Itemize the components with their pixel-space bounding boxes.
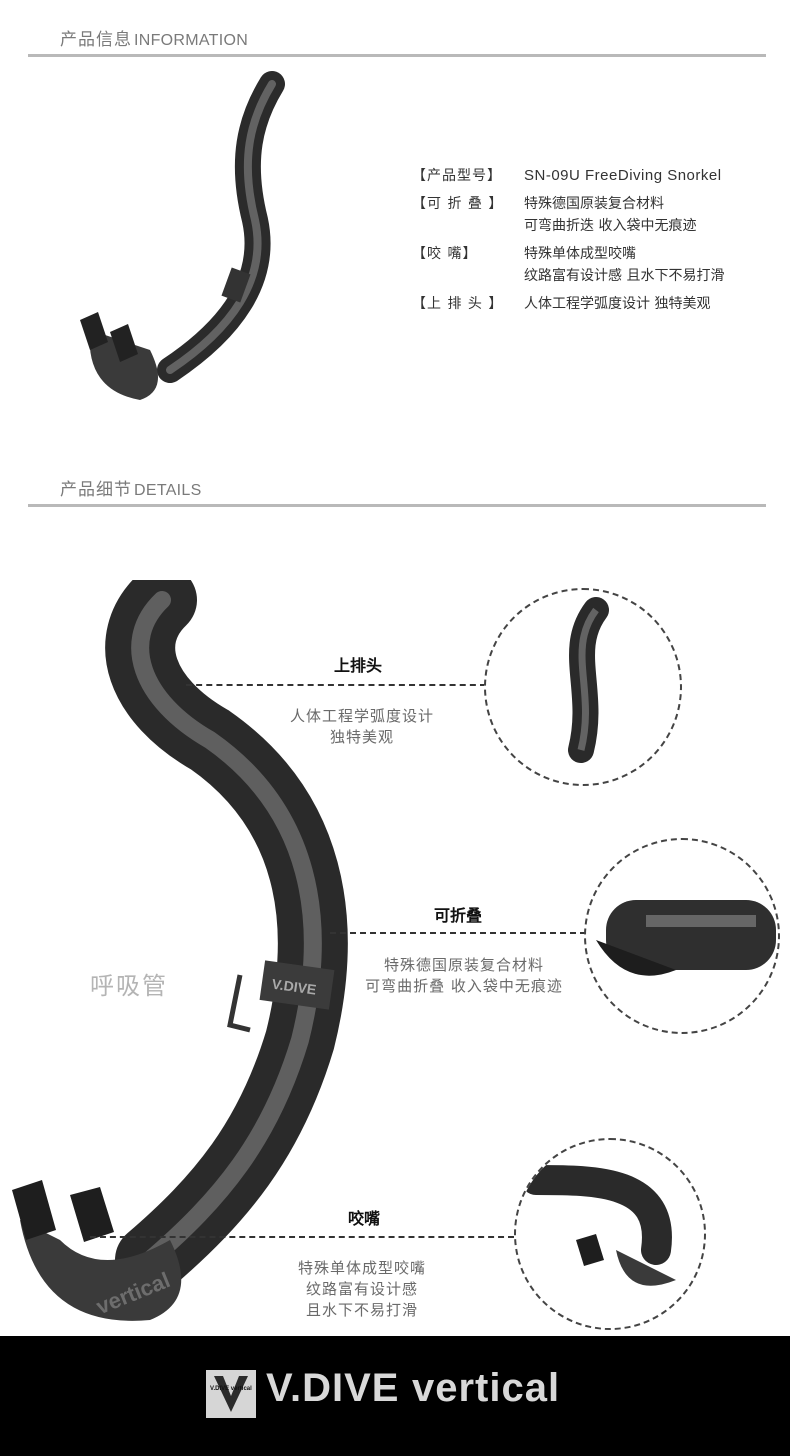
- info-value: 特殊单体成型咬嘴: [524, 246, 636, 262]
- info-key: 【可 折 叠 】: [412, 196, 504, 212]
- info-value: 可弯曲折迭 收入袋中无痕迹: [524, 218, 697, 234]
- snorkel-detail-image: V.DIVE vertical: [12, 580, 348, 1321]
- details-title-en: DETAILS: [134, 482, 202, 499]
- info-key: 【上 排 头 】: [412, 296, 504, 312]
- brand-vertical: vertical: [412, 1366, 561, 1410]
- detail-circle-foldable: [584, 838, 780, 1034]
- info-row-top-vent: 【上 排 头 】 人体工程学弧度设计 独特美观: [412, 293, 724, 315]
- callout-line: 可弯曲折叠 收入袋中无痕迹: [365, 977, 563, 995]
- brand-logo-icon: V.DIVE vertical: [206, 1370, 256, 1418]
- callout-desc-top-vent: 人体工程学弧度设计 独特美观: [272, 706, 452, 748]
- callout-line: 人体工程学弧度设计: [289, 707, 434, 725]
- details-title-cn: 产品细节: [60, 480, 132, 500]
- info-value: SN-09U FreeDiving Snorkel: [524, 167, 722, 184]
- callout-title-top-vent: 上排头: [334, 656, 383, 675]
- info-value: 特殊德国原装复合材料: [524, 196, 664, 212]
- callout-title-foldable: 可折叠: [434, 906, 483, 925]
- snorkel-product-image: [80, 71, 285, 400]
- brand-logo-small-text: V.DIVE vertical: [210, 1386, 252, 1392]
- brand-footer: V.DIVE vertical V.DIVE vertical: [0, 1336, 790, 1456]
- snorkel-side-label: 呼吸管: [90, 972, 168, 1000]
- info-row-mouthpiece: 【咬 嘴】 特殊单体成型咬嘴 纹路富有设计感 且水下不易打滑: [412, 243, 724, 287]
- brand-vdive: V.DIVE: [266, 1366, 400, 1410]
- clip-print: V.DIVE: [271, 976, 317, 998]
- callout-desc-foldable: 特殊德国原装复合材料 可弯曲折叠 收入袋中无痕迹: [338, 955, 590, 997]
- info-key: 【产品型号】: [412, 168, 502, 184]
- callout-connector: [330, 932, 586, 934]
- callout-line: 特殊德国原装复合材料: [383, 956, 544, 974]
- product-info-list: 【产品型号】 SN-09U FreeDiving Snorkel 【可 折 叠 …: [412, 165, 724, 321]
- detail-circle-top-vent: [484, 588, 682, 786]
- information-title-cn: 产品信息: [60, 30, 132, 50]
- callout-line: 纹路富有设计感: [305, 1280, 418, 1298]
- callout-title-mouthpiece: 咬嘴: [348, 1209, 381, 1228]
- info-value: 人体工程学弧度设计 独特美观: [524, 296, 711, 312]
- information-title-en: INFORMATION: [134, 32, 249, 49]
- callout-line: 特殊单体成型咬嘴: [297, 1259, 426, 1277]
- info-value: 纹路富有设计感 且水下不易打滑: [524, 268, 725, 284]
- callout-desc-mouthpiece: 特殊单体成型咬嘴 纹路富有设计感 且水下不易打滑: [266, 1258, 458, 1321]
- info-row-foldable: 【可 折 叠 】 特殊德国原装复合材料 可弯曲折迭 收入袋中无痕迹: [412, 193, 724, 237]
- callout-line: 独特美观: [329, 728, 394, 746]
- callout-connector: [90, 1236, 514, 1238]
- info-key: 【咬 嘴】: [412, 246, 478, 262]
- callout-connector: [186, 684, 486, 686]
- detail-circle-mouthpiece: [514, 1138, 706, 1330]
- info-row-model: 【产品型号】 SN-09U FreeDiving Snorkel: [412, 165, 724, 187]
- callout-line: 且水下不易打滑: [305, 1301, 418, 1319]
